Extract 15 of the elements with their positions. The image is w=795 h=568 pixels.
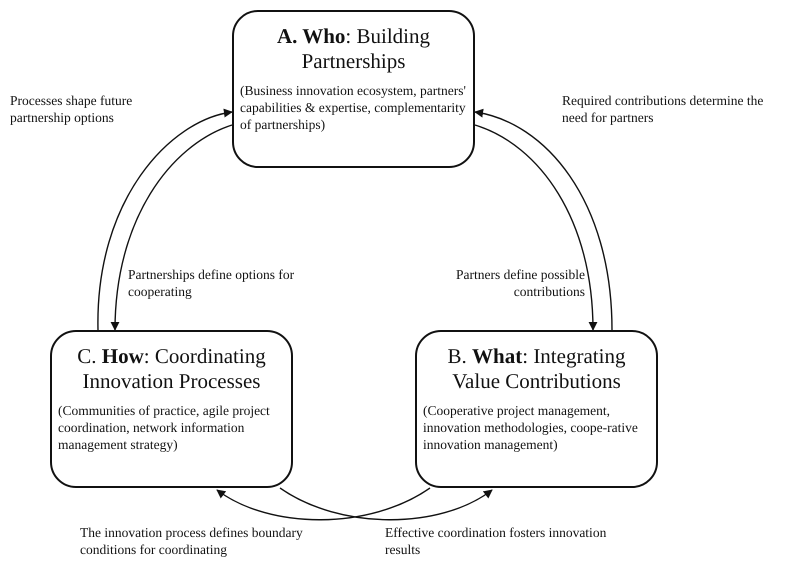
curved-arrow [110, 124, 232, 331]
rounded-box [50, 330, 293, 488]
curved-arrow [216, 487, 430, 520]
curved-arrow [474, 109, 613, 330]
box-heading: B. What: Integrating Value Contributions [446, 344, 626, 394]
rounded-box [415, 330, 658, 488]
box-description: (Cooperative project management, innovation methodologies, coope-rative innovation management) [423, 402, 639, 453]
curved-arrow [474, 124, 598, 331]
curved-arrow [280, 487, 493, 520]
box-description: (Communities of practice, agile project coordination, network information management strategy) [58, 402, 271, 453]
curved-arrow [97, 109, 233, 330]
box-heading: A. Who: Building Partnerships [276, 24, 432, 74]
rounded-box [232, 10, 475, 168]
box-heading: C. How: Coordinating Innovation Processes [76, 344, 267, 394]
box-description: (Business innovation ecosystem, partners' capabilities & expertise, complementarity of partnerships) [240, 82, 467, 133]
